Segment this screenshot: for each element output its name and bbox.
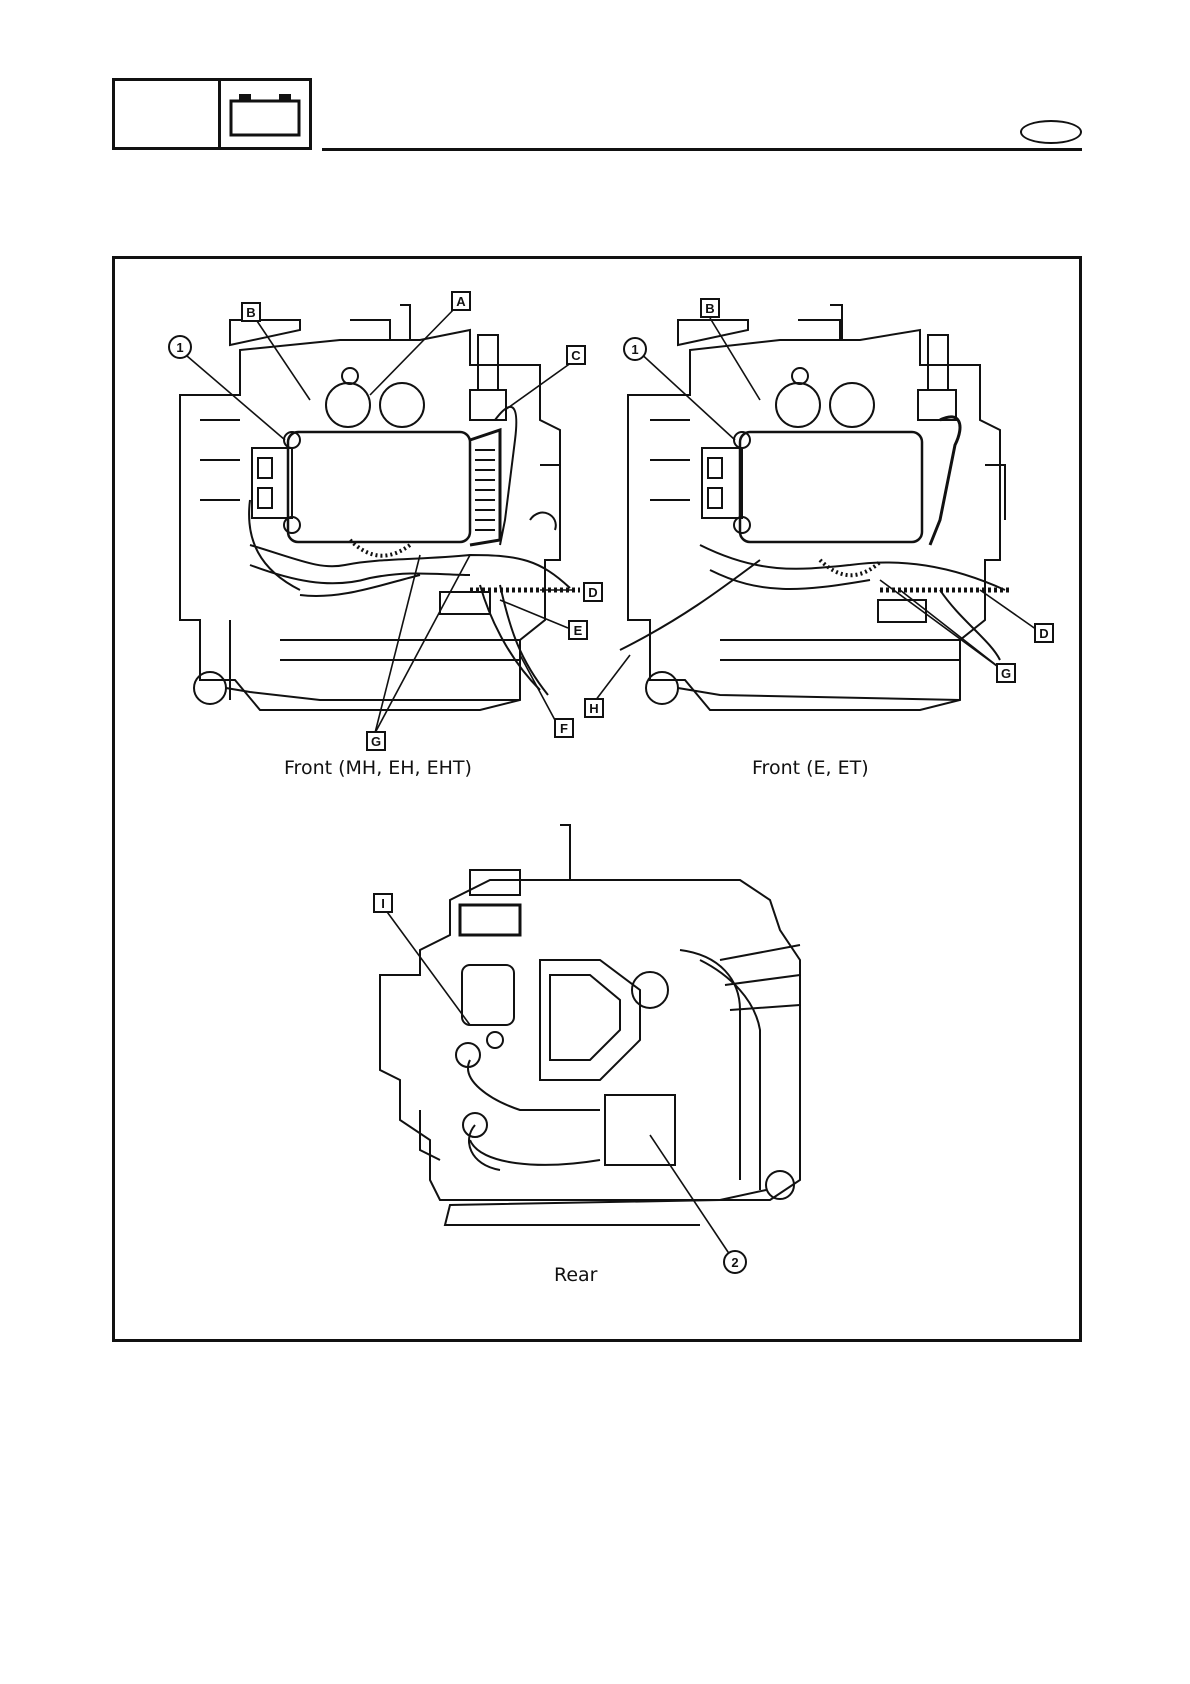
callout-b: B bbox=[700, 298, 720, 318]
leader-lines bbox=[180, 305, 1040, 1255]
callout-d: D bbox=[583, 582, 603, 602]
callout-h: H bbox=[584, 698, 604, 718]
callout-1: 1 bbox=[623, 337, 647, 361]
callout-a: A bbox=[451, 291, 471, 311]
front-mh-diagram bbox=[180, 305, 580, 710]
callout-f: F bbox=[554, 718, 574, 738]
caption-front-e: Front (E, ET) bbox=[752, 757, 869, 779]
rear-diagram bbox=[380, 825, 800, 1225]
callout-c: C bbox=[566, 345, 586, 365]
callout-d: D bbox=[1034, 623, 1054, 643]
callout-i: I bbox=[373, 893, 393, 913]
caption-front-mh: Front (MH, EH, EHT) bbox=[284, 757, 472, 779]
callout-2: 2 bbox=[723, 1250, 747, 1274]
front-e-diagram bbox=[620, 305, 1010, 710]
caption-rear: Rear bbox=[554, 1264, 598, 1286]
callout-b: B bbox=[241, 302, 261, 322]
callout-g: G bbox=[996, 663, 1016, 683]
callout-g: G bbox=[366, 731, 386, 751]
callout-e: E bbox=[568, 620, 588, 640]
callout-1: 1 bbox=[168, 335, 192, 359]
